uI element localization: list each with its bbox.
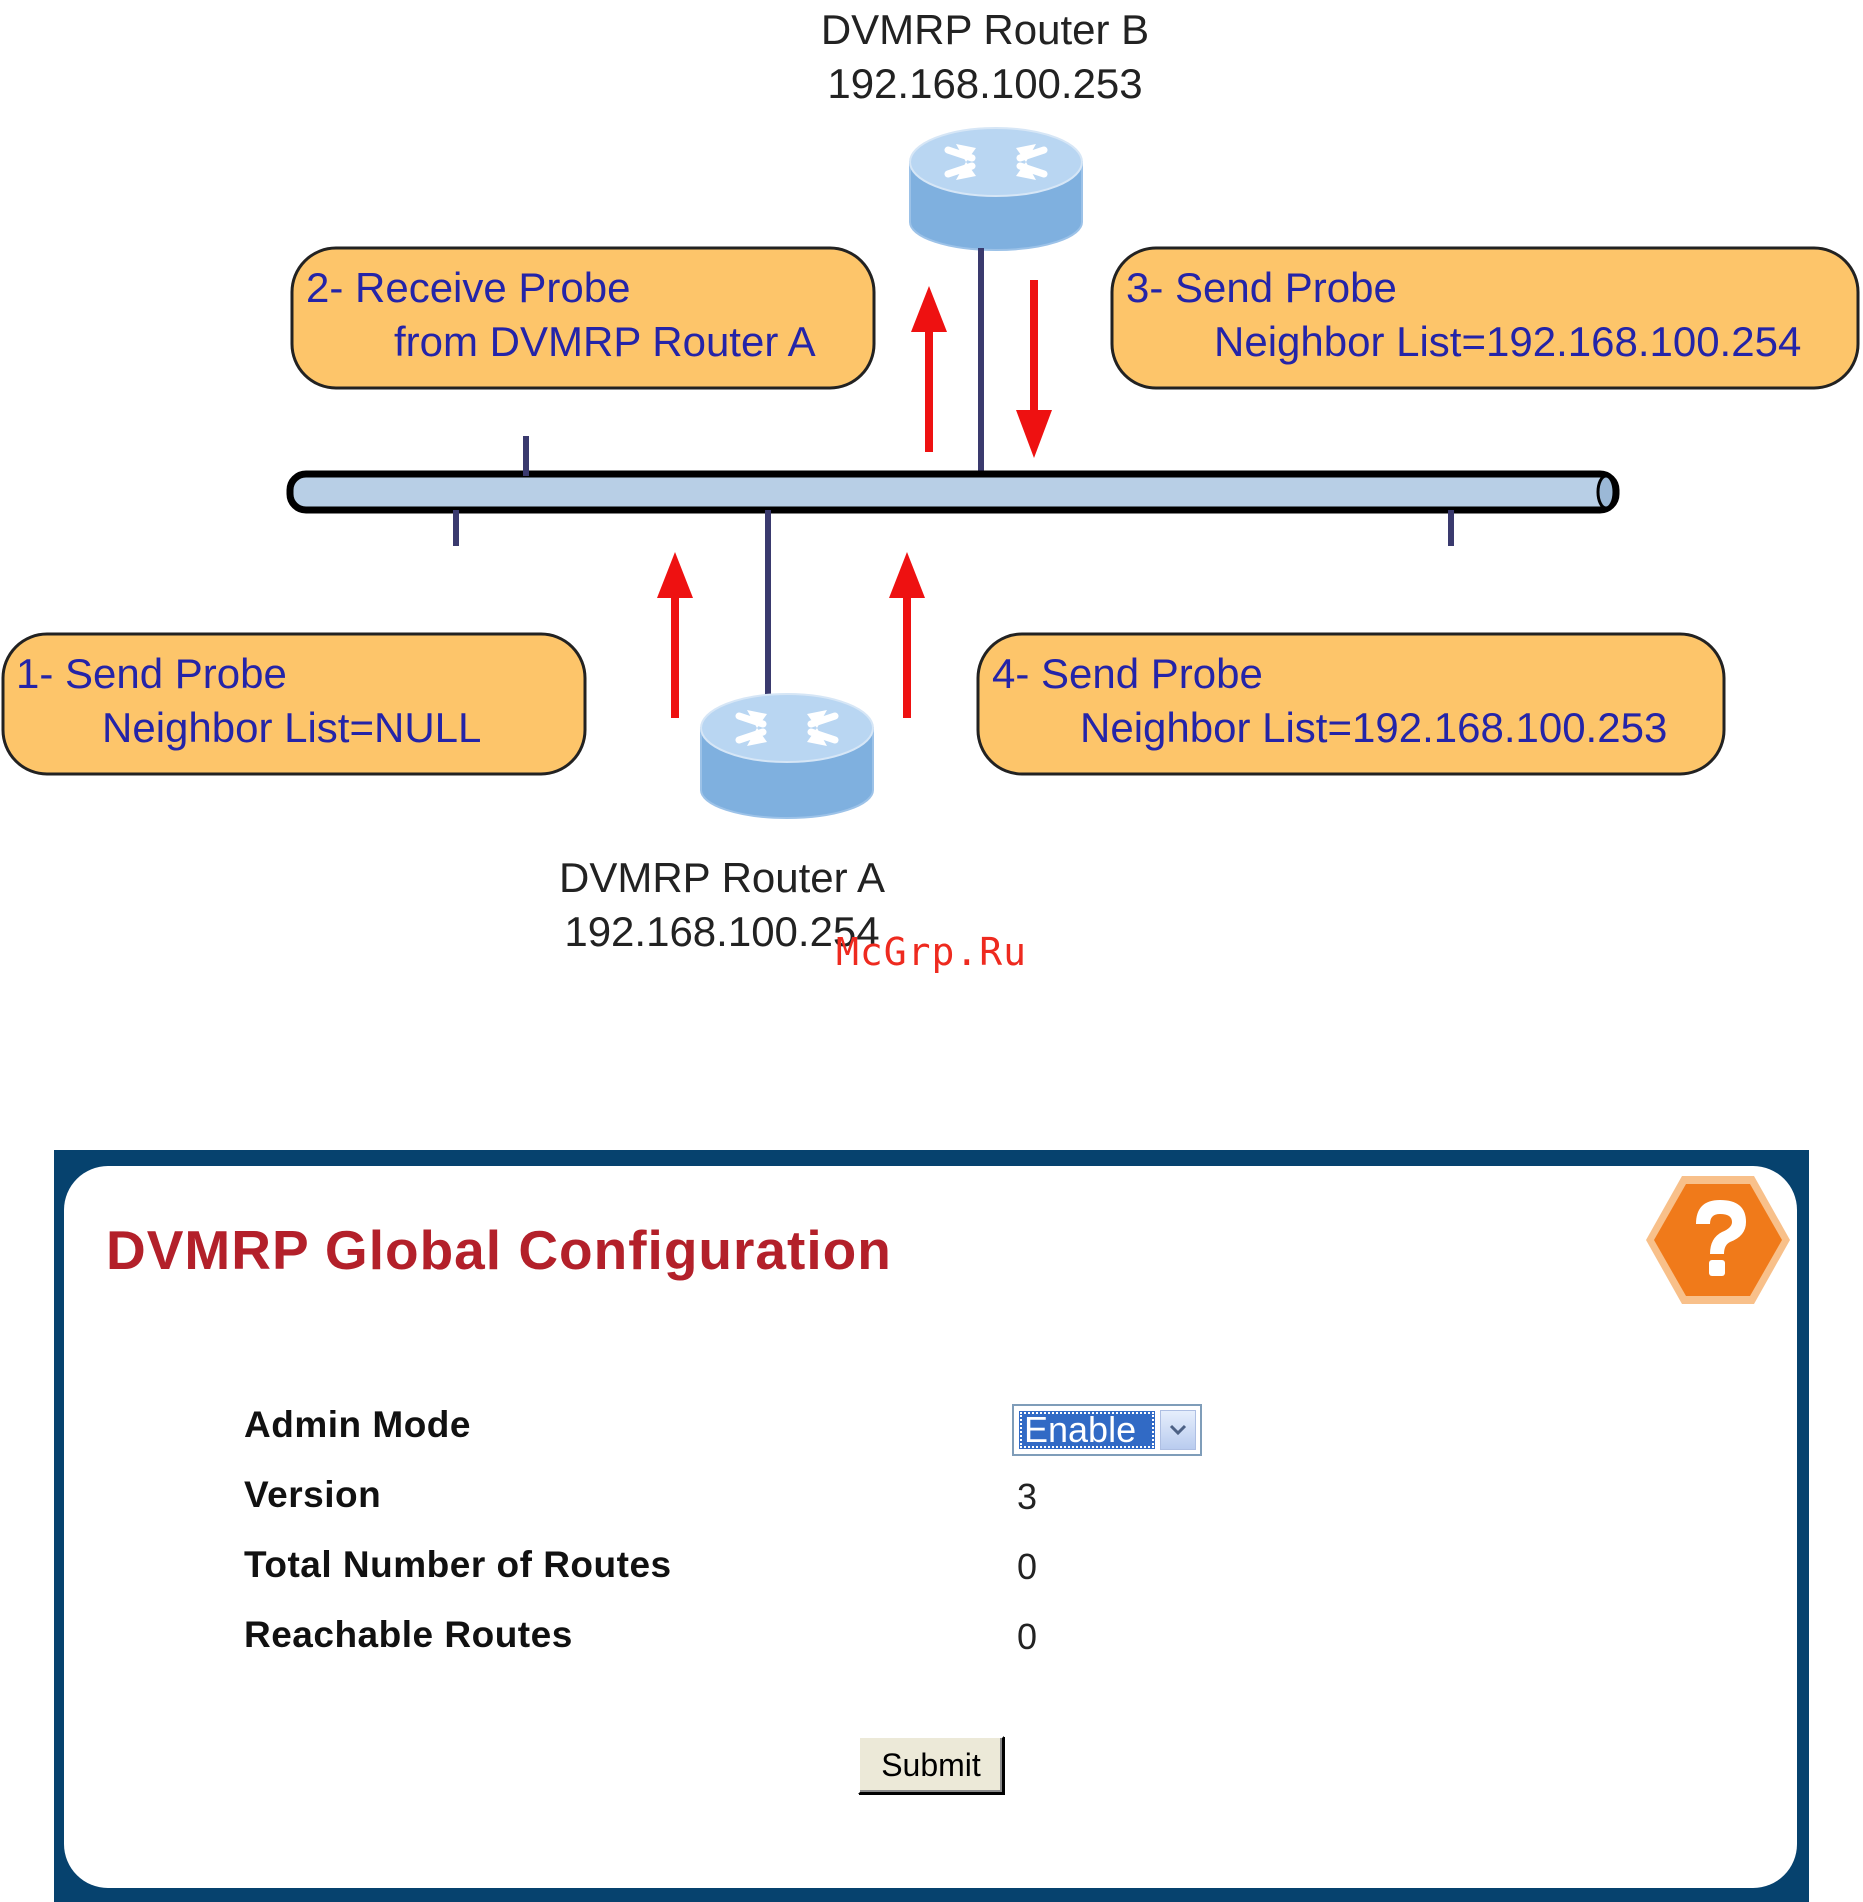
page-title: DVMRP Global Configuration (106, 1219, 892, 1281)
version-value: 3 (1017, 1476, 1038, 1517)
router-a-name: DVMRP Router A (559, 854, 885, 901)
admin-mode-select[interactable]: Enable (1012, 1404, 1202, 1456)
callout-step-3-line1: 3- Send Probe (1126, 264, 1397, 311)
callout-step-4: 4- Send Probe Neighbor List=192.168.100.… (976, 632, 1726, 776)
router-a-ip: 192.168.100.254 (564, 908, 879, 955)
help-icon[interactable] (1644, 1174, 1792, 1306)
callout-step-3: 3- Send Probe Neighbor List=192.168.100.… (1110, 246, 1860, 390)
submit-button[interactable]: Submit (858, 1736, 1004, 1794)
callout-step-2-line2: from DVMRP Router A (394, 318, 816, 365)
dvmrp-probe-diagram: DVMRP Router B 192.168.100.253 DVMRP (1, 6, 1860, 955)
config-panel-body: DVMRP Global Configuration Admin Mode En… (64, 1166, 1797, 1888)
watermark: McGrp.Ru (836, 930, 1028, 974)
callout-step-4-line2: Neighbor List=192.168.100.253 (1080, 704, 1667, 751)
callout-step-1: 1- Send Probe Neighbor List=NULL (1, 632, 587, 776)
router-b-ip: 192.168.100.253 (827, 60, 1142, 107)
router-b-icon (909, 127, 1083, 251)
callout-step-2: 2- Receive Probe from DVMRP Router A (290, 246, 876, 390)
admin-mode-selected-value: Enable (1019, 1411, 1155, 1449)
total-routes-value: 0 (1017, 1546, 1038, 1587)
router-a-icon (700, 693, 874, 819)
callout-step-2-line1: 2- Receive Probe (306, 264, 631, 311)
admin-mode-label: Admin Mode (244, 1404, 471, 1445)
probe-arrows (657, 280, 1052, 718)
total-routes-label: Total Number of Routes (244, 1544, 672, 1585)
callout-step-3-line2: Neighbor List=192.168.100.254 (1214, 318, 1801, 365)
callout-step-1-line1: 1- Send Probe (16, 650, 287, 697)
version-label: Version (244, 1474, 382, 1515)
chevron-down-icon[interactable] (1160, 1410, 1196, 1450)
config-panel: DVMRP Global Configuration Admin Mode En… (54, 1150, 1809, 1902)
reachable-routes-value: 0 (1017, 1616, 1038, 1657)
callout-step-1-line2: Neighbor List=NULL (102, 704, 481, 751)
network-bus (286, 470, 1620, 514)
callout-step-4-line1: 4- Send Probe (992, 650, 1263, 697)
router-b-name: DVMRP Router B (821, 6, 1149, 53)
reachable-routes-label: Reachable Routes (244, 1614, 573, 1655)
